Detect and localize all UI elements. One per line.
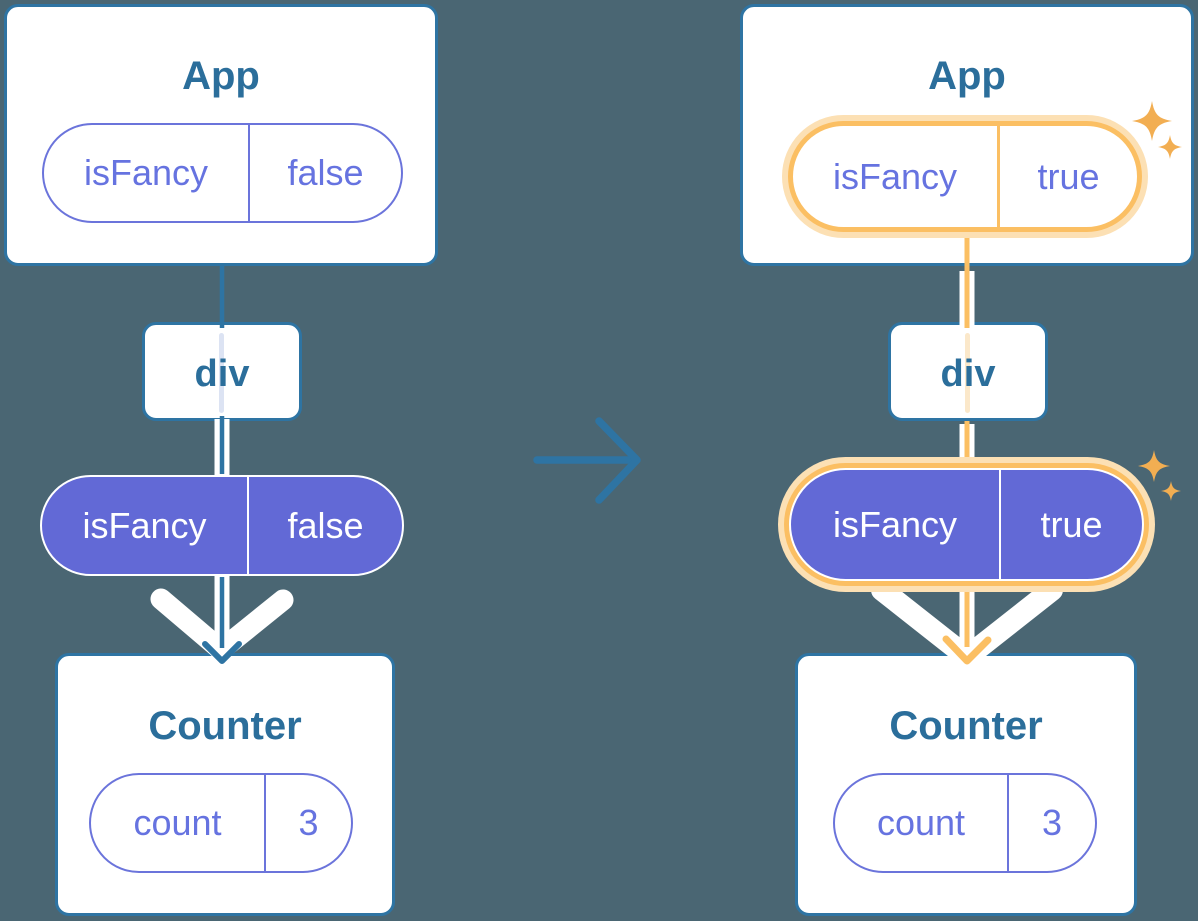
- state-name: count: [91, 775, 266, 871]
- state-value: true: [1037, 155, 1100, 197]
- state-value: false: [287, 152, 364, 193]
- state-name: count: [835, 775, 1009, 871]
- left-prop-pass-line: [219, 333, 224, 413]
- prop-name: isFancy: [791, 470, 1001, 579]
- sparkle-icon: [1161, 481, 1181, 501]
- right-counter-title: Counter: [889, 704, 1043, 748]
- left-app-title: App: [182, 54, 260, 98]
- state-value: 3: [298, 802, 319, 843]
- left-div-card: div: [142, 322, 302, 421]
- right-big-down-chevron-icon: [871, 579, 1063, 668]
- right-div-label: div: [940, 353, 996, 395]
- right-app-title: App: [928, 54, 1006, 98]
- right-prop-pill-highlighted: isFancy true: [789, 468, 1144, 581]
- sparkle-icon: [1138, 450, 1170, 482]
- state-name: isFancy: [793, 126, 1000, 227]
- prop-name: isFancy: [42, 477, 249, 574]
- transition-arrow-icon: [595, 417, 641, 504]
- left-div-label: div: [194, 353, 250, 395]
- left-counter-state-pill: count 3: [89, 773, 353, 873]
- prop-value: false: [287, 504, 364, 546]
- left-prop-pill: isFancy false: [40, 475, 404, 576]
- right-counter-state-pill: count 3: [833, 773, 1097, 873]
- left-counter-title: Counter: [148, 704, 302, 748]
- left-big-down-chevron-icon: [150, 588, 294, 661]
- right-app-state-pill-highlighted: isFancy true: [788, 121, 1142, 232]
- state-name: isFancy: [44, 125, 250, 221]
- left-app-state-pill: isFancy false: [42, 123, 403, 223]
- right-div-card: div: [888, 322, 1048, 421]
- prop-value: true: [1040, 503, 1103, 545]
- right-prop-pass-line: [965, 333, 970, 413]
- state-value: 3: [1041, 802, 1063, 843]
